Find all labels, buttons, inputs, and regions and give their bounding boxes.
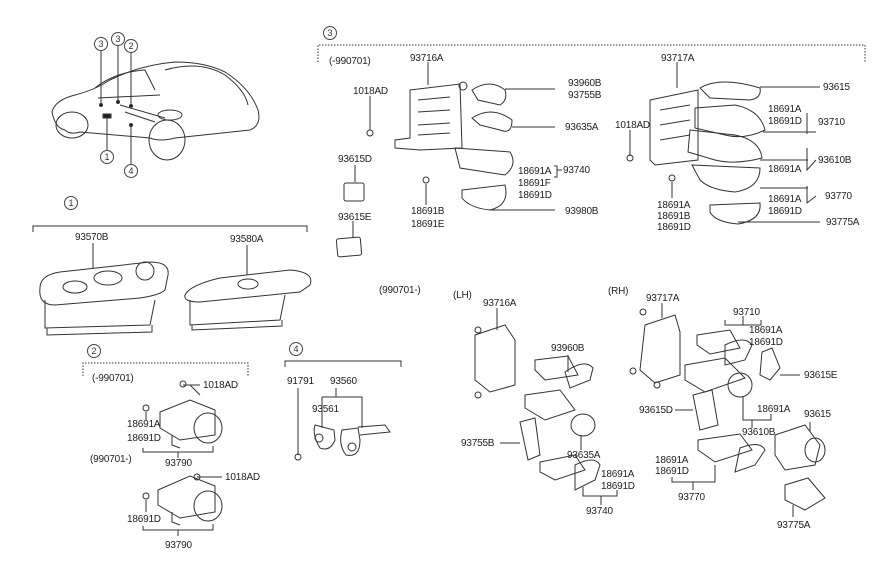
locator-callout-3b: 3 bbox=[111, 32, 125, 46]
locator-callout-4: 4 bbox=[124, 164, 138, 178]
part-label-93790-b: 93790 bbox=[165, 540, 192, 551]
part-label-93635A-lh: 93635A bbox=[567, 450, 601, 461]
car-locator-illustration bbox=[51, 45, 260, 164]
part-label-18691D-r4: 18691D bbox=[768, 206, 802, 217]
part-label-93615D: 93615D bbox=[338, 154, 372, 165]
part-label-18691B: 18691B bbox=[411, 206, 445, 217]
bracket-93716A-illustration bbox=[335, 62, 562, 258]
part-label-93755B: 93755B bbox=[568, 90, 602, 101]
part-label-93615E-rh: 93615E bbox=[804, 370, 838, 381]
part-label-93960B: 93960B bbox=[568, 78, 602, 89]
part-label-1018AD-a: 1018AD bbox=[203, 380, 238, 391]
part-label-93740-a: 93740 bbox=[563, 165, 590, 176]
variant-label-old: (-990701) bbox=[92, 373, 134, 384]
section-1-callout: 1 bbox=[64, 196, 78, 210]
part-label-93570B: 93570B bbox=[75, 232, 109, 243]
section-2-callout: 2 bbox=[87, 344, 101, 358]
bracket-93717A-illustration bbox=[626, 62, 820, 225]
part-label-18691D-b: 18691D bbox=[127, 514, 161, 525]
mirror-switch-old-illustration bbox=[142, 380, 223, 458]
rh-label: (RH) bbox=[608, 286, 629, 297]
part-label-18691D-rh3: 18691D bbox=[655, 466, 689, 477]
section-4-callout: 4 bbox=[289, 342, 303, 356]
part-label-18691A-r3: 18691A bbox=[657, 200, 691, 211]
locator-callout-2: 2 bbox=[124, 39, 138, 53]
part-label-93717A: 93717A bbox=[661, 53, 695, 64]
variant-label-new: (990701-) bbox=[90, 454, 132, 465]
master-window-switch-illustration bbox=[39, 261, 169, 336]
part-label-93615E: 93615E bbox=[338, 212, 372, 223]
section-brackets bbox=[32, 44, 866, 376]
locator-callout-1: 1 bbox=[100, 150, 114, 164]
passenger-window-switch-illustration bbox=[184, 269, 312, 331]
part-label-18691D-s3a: 18691D bbox=[518, 190, 552, 201]
part-label-18691A: 18691A bbox=[127, 419, 161, 430]
part-label-18691A-r1: 18691A bbox=[768, 104, 802, 115]
locator-callout-3a: 3 bbox=[94, 37, 108, 51]
rh-switch-group-illustration bbox=[629, 303, 826, 517]
part-label-1018AD-b: 1018AD bbox=[225, 472, 260, 483]
part-label-18691E: 18691E bbox=[411, 219, 445, 230]
part-label-93610B: 93610B bbox=[818, 155, 852, 166]
variant-label-new-s3: (990701-) bbox=[379, 285, 421, 296]
part-label-93615D-rh: 93615D bbox=[639, 405, 673, 416]
part-label-18691F: 18691F bbox=[518, 178, 551, 189]
part-label-93710: 93710 bbox=[818, 117, 845, 128]
part-label-93716A: 93716A bbox=[410, 53, 444, 64]
lh-switch-group-illustration bbox=[474, 308, 618, 505]
part-label-18691A-rh2: 18691A bbox=[757, 404, 791, 415]
part-label-18691A-r4: 18691A bbox=[768, 194, 802, 205]
part-label-18691D-r1: 18691D bbox=[768, 116, 802, 127]
part-label-93775A-rh: 93775A bbox=[777, 520, 811, 531]
part-label-91791: 91791 bbox=[287, 376, 314, 387]
part-label-93960B-lh: 93960B bbox=[551, 343, 585, 354]
part-label-18691B-r3: 18691B bbox=[657, 211, 691, 222]
variant-label-old-s3: (-990701) bbox=[329, 56, 371, 67]
part-label-93615: 93615 bbox=[823, 82, 850, 93]
part-label-93755B-lh: 93755B bbox=[461, 438, 495, 449]
part-label-93580A: 93580A bbox=[230, 234, 264, 245]
part-label-18691D-r3: 18691D bbox=[657, 222, 691, 233]
part-label-1018AD-s3b: 1018AD bbox=[615, 120, 650, 131]
part-label-93710-rh: 93710 bbox=[733, 307, 760, 318]
part-label-93717A-rh: 93717A bbox=[646, 293, 680, 304]
part-label-18691A-s3a: 18691A bbox=[518, 166, 552, 177]
part-label-93615-rh: 93615 bbox=[804, 409, 831, 420]
lh-label: (LH) bbox=[453, 290, 472, 301]
part-label-93770-a: 93770 bbox=[825, 191, 852, 202]
part-label-18691A-rh1: 18691A bbox=[749, 325, 783, 336]
part-label-93790-a: 93790 bbox=[165, 458, 192, 469]
part-label-93560: 93560 bbox=[330, 376, 357, 387]
part-label-93610B-rh: 93610B bbox=[742, 427, 776, 438]
part-label-1018AD-s3a: 1018AD bbox=[353, 86, 388, 97]
part-label-93770-rh: 93770 bbox=[678, 492, 705, 503]
part-label-18691A-rh3: 18691A bbox=[655, 455, 689, 466]
part-label-93561: 93561 bbox=[312, 404, 339, 415]
part-label-93980B: 93980B bbox=[565, 206, 599, 217]
mirror-switch-new-illustration bbox=[142, 473, 223, 536]
part-label-93635A: 93635A bbox=[565, 122, 599, 133]
section-3-callout: 3 bbox=[323, 26, 337, 40]
part-label-18691A-r2: 18691A bbox=[768, 164, 802, 175]
part-label-18691D-lh: 18691D bbox=[601, 481, 635, 492]
part-label-93740-lh: 93740 bbox=[586, 506, 613, 517]
part-label-93775A-a: 93775A bbox=[826, 217, 860, 228]
door-courtesy-switch-illustration bbox=[294, 388, 391, 461]
part-label-18691D-rh1: 18691D bbox=[749, 337, 783, 348]
part-label-18691D: 18691D bbox=[127, 433, 161, 444]
part-label-18691A-lh: 18691A bbox=[601, 469, 635, 480]
part-label-93716A-lh: 93716A bbox=[483, 298, 517, 309]
